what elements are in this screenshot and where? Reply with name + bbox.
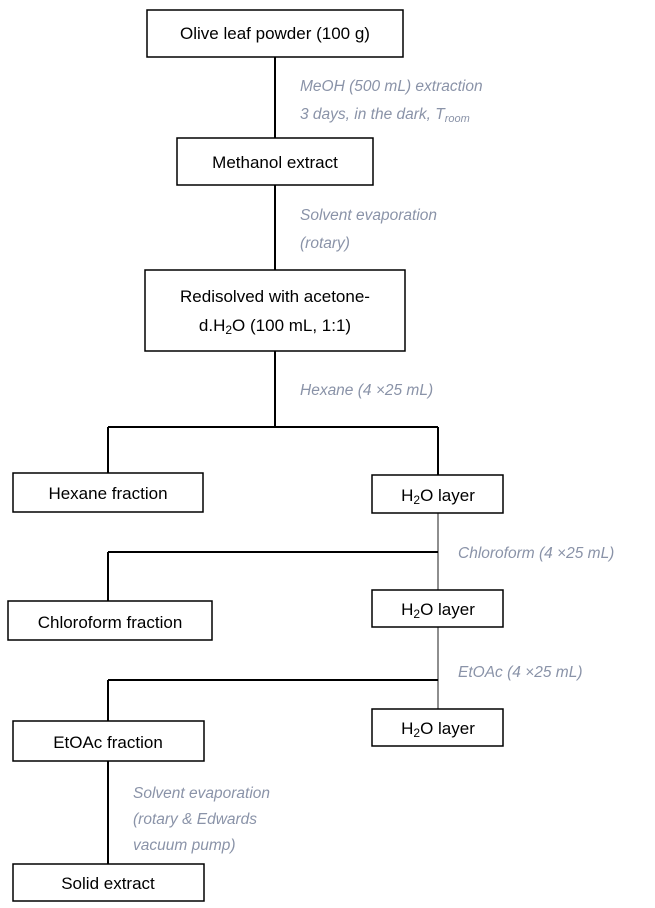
node-label: Methanol extract bbox=[212, 153, 338, 172]
node-h2o-layer-2: H2O layer bbox=[371, 589, 504, 628]
node-label: Chloroform fraction bbox=[38, 613, 183, 632]
annotation-solvent-evaporation-2: Solvent evaporation (rotary & Edwards va… bbox=[133, 785, 270, 854]
annotation-chloroform-partition: Chloroform (4 ×25 mL) bbox=[458, 545, 614, 562]
annotation-hexane-partition: Hexane (4 ×25 mL) bbox=[300, 382, 433, 399]
node-redissolved-acetone-water: Redisolved with acetone- d.H2O (100 mL, … bbox=[144, 269, 406, 352]
node-etoac-fraction: EtOAc fraction bbox=[12, 720, 205, 762]
node-hexane-fraction: Hexane fraction bbox=[12, 472, 204, 513]
node-label: Solid extract bbox=[61, 874, 155, 893]
node-label: H2O layer bbox=[401, 719, 475, 740]
annotation-line1: Chloroform (4 ×25 mL) bbox=[458, 545, 614, 562]
annotation-line3: vacuum pump) bbox=[133, 837, 236, 854]
node-label-line1: Redisolved with acetone- bbox=[180, 287, 370, 306]
annotation-line2: (rotary & Edwards bbox=[133, 811, 257, 828]
annotation-line1: Hexane (4 ×25 mL) bbox=[300, 382, 433, 399]
node-label: H2O layer bbox=[401, 600, 475, 621]
node-h2o-layer-3: H2O layer bbox=[371, 708, 504, 747]
annotation-meoh-extraction: MeOH (500 mL) extraction 3 days, in the … bbox=[300, 78, 483, 125]
annotation-etoac-partition: EtOAc (4 ×25 mL) bbox=[458, 664, 582, 681]
node-olive-leaf-powder: Olive leaf powder (100 g) bbox=[146, 9, 404, 58]
annotation-line1: MeOH (500 mL) extraction bbox=[300, 78, 483, 95]
annotation-line1: EtOAc (4 ×25 mL) bbox=[458, 664, 582, 681]
node-label: Olive leaf powder (100 g) bbox=[180, 24, 370, 43]
annotation-line2: 3 days, in the dark, Troom bbox=[300, 106, 470, 125]
node-h2o-layer-1: H2O layer bbox=[371, 474, 504, 514]
node-label: H2O layer bbox=[401, 486, 475, 507]
node-label: EtOAc fraction bbox=[53, 733, 163, 752]
node-label-line2: d.H2O (100 mL, 1:1) bbox=[199, 316, 351, 337]
connectors bbox=[107, 57, 439, 864]
node-chloroform-fraction: Chloroform fraction bbox=[7, 600, 213, 641]
annotation-line1: Solvent evaporation bbox=[133, 785, 270, 802]
annotation-line2: (rotary) bbox=[300, 235, 350, 252]
node-label: Hexane fraction bbox=[48, 484, 167, 503]
node-solid-extract: Solid extract bbox=[12, 863, 205, 902]
annotation-line1: Solvent evaporation bbox=[300, 207, 437, 224]
node-methanol-extract: Methanol extract bbox=[176, 137, 374, 186]
annotation-solvent-evaporation-1: Solvent evaporation (rotary) bbox=[300, 207, 437, 252]
